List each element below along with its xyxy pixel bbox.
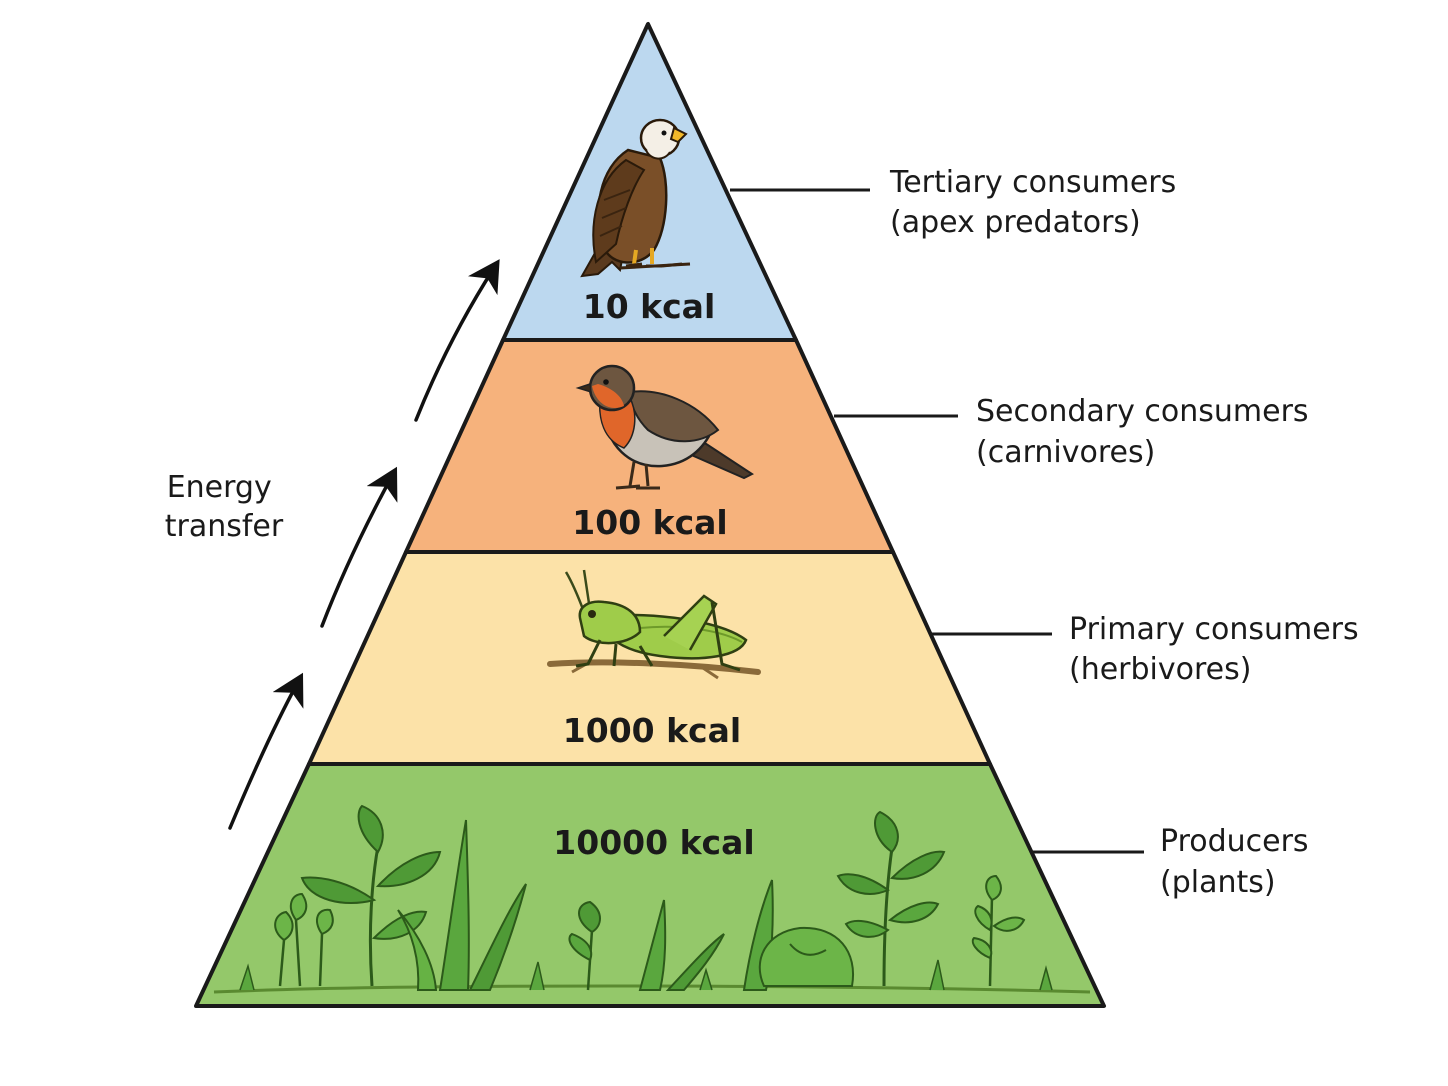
label-tertiary: Tertiary consumers (apex predators) — [889, 165, 1186, 240]
energy-value-secondary: 100 kcal — [572, 503, 727, 542]
arrow-3 — [414, 259, 500, 422]
label-secondary: Secondary consumers (carnivores) — [976, 394, 1318, 470]
arrow-2 — [320, 466, 398, 628]
energy-value-producers: 10000 kcal — [553, 823, 754, 862]
robin-icon — [575, 364, 755, 490]
eagle-icon — [580, 118, 691, 278]
grasshopper-icon — [547, 569, 761, 680]
label-producers: Producers (plants) — [1160, 824, 1318, 900]
arrow-1 — [228, 672, 304, 830]
plants-icon — [213, 804, 1091, 994]
energy-value-tertiary: 10 kcal — [583, 287, 716, 326]
energy-transfer-arrows — [228, 259, 500, 830]
energy-value-primary: 1000 kcal — [563, 711, 741, 750]
energy-transfer-label: Energy transfer — [165, 470, 284, 544]
label-primary: Primary consumers (herbivores) — [1069, 612, 1368, 687]
